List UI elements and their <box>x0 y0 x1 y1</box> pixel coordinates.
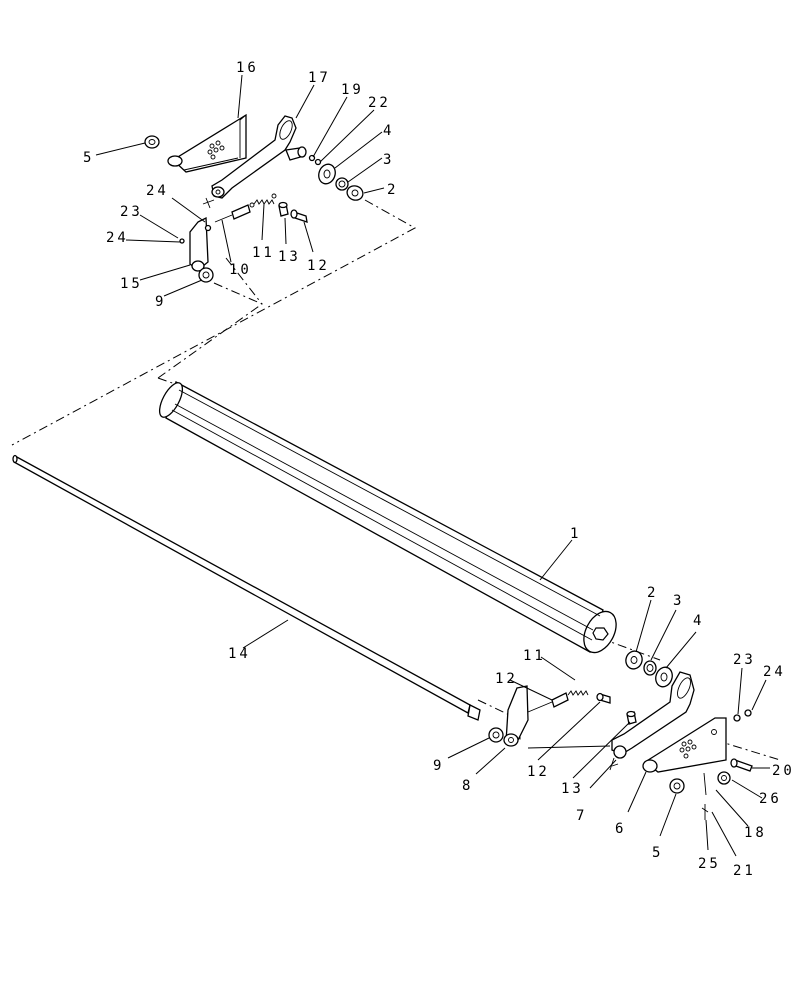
lower-bracket-assembly <box>488 650 753 820</box>
callout-20: 20 <box>772 763 795 779</box>
callout-2-upper: 2 <box>387 182 398 198</box>
bushing-3-upper <box>335 177 349 191</box>
arm-17 <box>211 115 297 199</box>
callout-23-upper: 23 <box>120 204 143 220</box>
spring-11-upper <box>253 199 275 205</box>
callout-26: 26 <box>759 791 782 807</box>
shaft-end-hex <box>592 627 609 641</box>
callout-11-upper: 11 <box>252 245 275 261</box>
callout-13-upper: 13 <box>278 249 301 265</box>
leader-lines <box>95 74 770 857</box>
callout-21: 21 <box>733 863 756 879</box>
spring-11-lower <box>567 690 589 696</box>
callout-19: 19 <box>341 82 364 98</box>
plate-bushing <box>167 155 183 167</box>
callout-23-lower: 23 <box>733 652 756 668</box>
callout-18: 18 <box>744 825 767 841</box>
upper-bracket-assembly <box>144 113 364 283</box>
callout-9-lower: 9 <box>433 758 444 774</box>
plate-holes-lower <box>679 739 697 759</box>
callout-17: 17 <box>308 70 331 86</box>
mounting-plate-16 <box>171 113 247 173</box>
nut-24-lower <box>744 709 752 717</box>
callout-9-upper: 9 <box>155 294 166 310</box>
bushing-3-lower <box>643 660 657 676</box>
callout-6: 6 <box>615 821 626 837</box>
callout-11-lower: 11 <box>523 648 546 664</box>
callout-14: 14 <box>228 646 251 662</box>
callout-4-lower: 4 <box>693 613 704 629</box>
nut-26 <box>717 771 731 785</box>
bushing-6 <box>642 759 658 773</box>
callout-8: 8 <box>462 778 473 794</box>
shaft-14 <box>12 454 481 721</box>
callout-12-upper: 12 <box>307 258 330 274</box>
link-bar-10 <box>231 204 251 220</box>
callout-12-lower-a: 12 <box>495 671 518 687</box>
washer-2-lower <box>625 650 643 670</box>
callout-13-lower: 13 <box>561 781 584 797</box>
callout-24-upper-a: 24 <box>146 183 169 199</box>
callout-10: 10 <box>229 262 252 278</box>
callout-22: 22 <box>368 95 391 111</box>
washer-9-lower <box>488 727 504 743</box>
nut-23-lower <box>733 714 741 722</box>
washer-4-lower <box>655 666 673 688</box>
washer-5-lower <box>669 778 685 794</box>
callout-15: 15 <box>120 276 143 292</box>
callout-5-lower: 5 <box>652 845 663 861</box>
callout-3-lower: 3 <box>673 593 684 609</box>
callout-25: 25 <box>698 856 721 872</box>
washer-9-upper <box>198 267 214 283</box>
callout-16: 16 <box>236 60 259 76</box>
callout-24-lower: 24 <box>763 664 786 680</box>
arm-lower <box>611 671 695 755</box>
callout-24-upper-b: 24 <box>106 230 129 246</box>
washer-2-upper <box>346 185 364 201</box>
washer-4-upper <box>318 163 336 185</box>
callout-labels: 16 17 19 22 4 3 2 5 24 23 24 10 11 13 12… <box>83 60 795 879</box>
roller-1 <box>158 381 617 654</box>
pin-7 <box>613 745 627 759</box>
washer-5-upper <box>144 135 160 149</box>
callout-4-upper: 4 <box>383 123 394 139</box>
callout-7: 7 <box>576 808 587 824</box>
callout-5-upper: 5 <box>83 150 94 166</box>
callout-1: 1 <box>570 526 581 542</box>
pin-25 <box>701 772 709 820</box>
plate-holes <box>207 140 225 160</box>
callout-3-upper: 3 <box>383 152 394 168</box>
callout-12-lower-b: 12 <box>527 764 550 780</box>
callout-2-lower: 2 <box>647 585 658 601</box>
link-bar-12 <box>551 692 569 708</box>
